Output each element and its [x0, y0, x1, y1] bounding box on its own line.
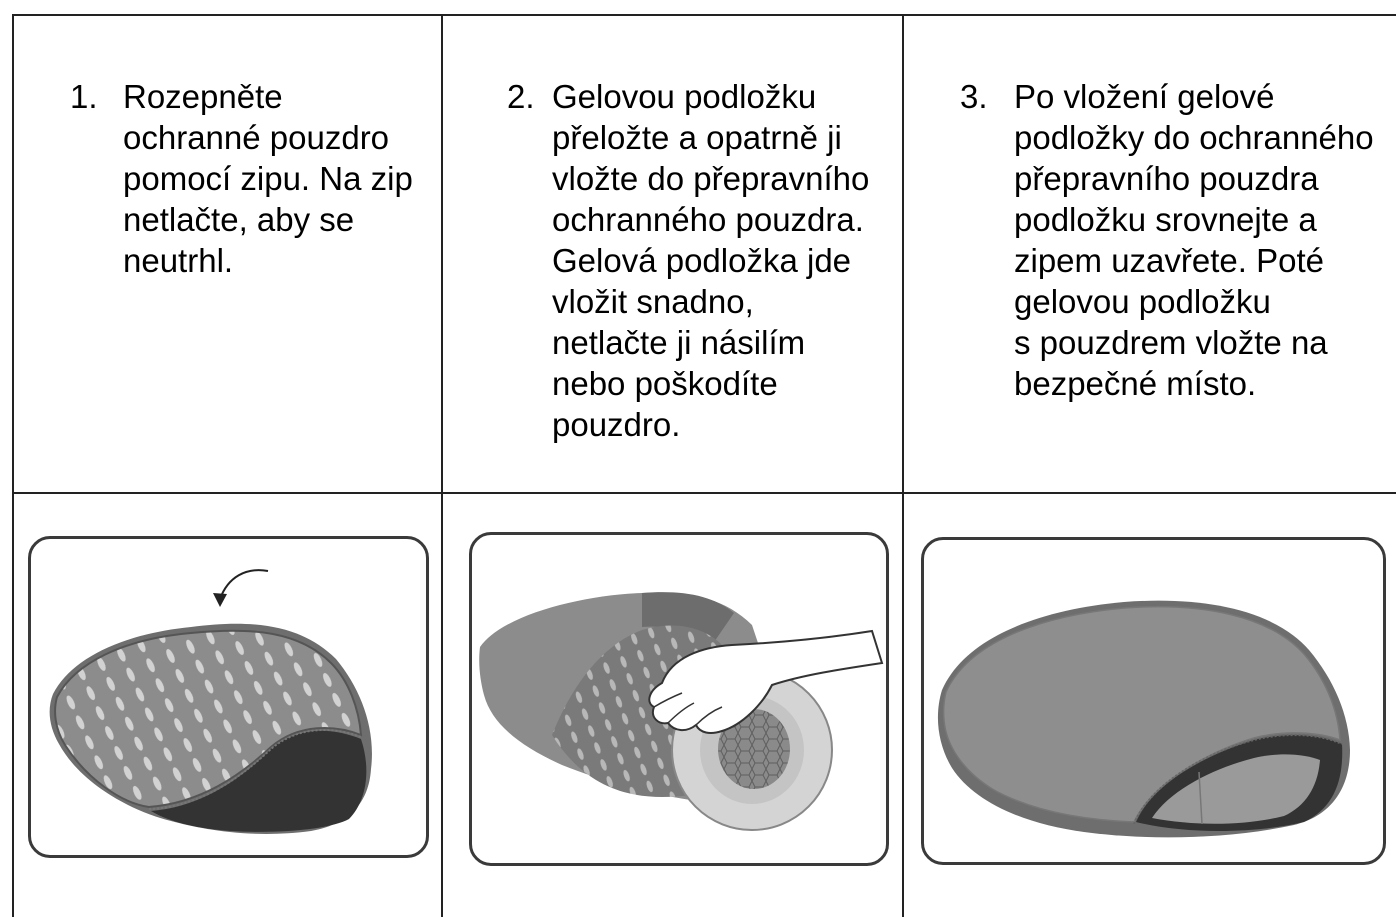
step-3-number: 3. [960, 78, 988, 115]
step-2-line-4: ochranného pouzdra. [552, 201, 864, 238]
step-1-illustration [28, 536, 429, 858]
curved-arrow-icon [213, 569, 269, 607]
step-3-line-7: s pouzdrem vložte na [1014, 324, 1328, 361]
step-3-line-8: bezpečné místo. [1014, 365, 1257, 402]
open-pouch-illustration [49, 623, 372, 834]
step-3-line-2: podložky do ochranného [1014, 119, 1374, 156]
folding-pad-illustration [479, 592, 884, 831]
step-3-line-5: zipem uzavřete. Poté [1014, 242, 1324, 279]
table-left-border [12, 14, 14, 917]
closed-pouch-illustration [937, 600, 1350, 838]
table-row-divider [12, 492, 1396, 494]
step-2-line-8: nebo poškodíte [552, 365, 778, 402]
step-3-line-6: gelovou podložku [1014, 283, 1271, 320]
step-2-line-3: vložte do přepravního [552, 160, 870, 197]
table-column-divider-1 [441, 14, 443, 917]
step-3-illustration [921, 537, 1386, 865]
step-2-line-7: netlačte ji násilím [552, 324, 806, 361]
step-1-line-3: pomocí zipu. Na zip [123, 160, 413, 197]
step-2-line-5: Gelová podložka jde [552, 242, 852, 279]
step-2-line-2: přeložte a opatrně ji [552, 119, 842, 156]
step-3-line-4: podložku srovnejte a [1014, 201, 1317, 238]
step-3-line-1: Po vložení gelové [1014, 78, 1275, 115]
step-2-line-6: vložit snadno, [552, 283, 754, 320]
step-2-illustration [469, 532, 889, 866]
step-1-line-1: Rozepněte [123, 78, 283, 115]
table-column-divider-2 [902, 14, 904, 917]
step-1-line-4: netlačte, aby se [123, 201, 355, 238]
step-1-line-5: neutrhl. [123, 242, 234, 279]
step-1-number: 1. [70, 78, 98, 115]
table-top-border [12, 14, 1396, 16]
step-3-line-3: přepravního pouzdra [1014, 160, 1319, 197]
step-2-number: 2. [507, 78, 535, 115]
step-1-line-2: ochranné pouzdro [123, 119, 390, 156]
step-2-line-1: Gelovou podložku [552, 78, 817, 115]
step-2-line-9: pouzdro. [552, 406, 681, 443]
